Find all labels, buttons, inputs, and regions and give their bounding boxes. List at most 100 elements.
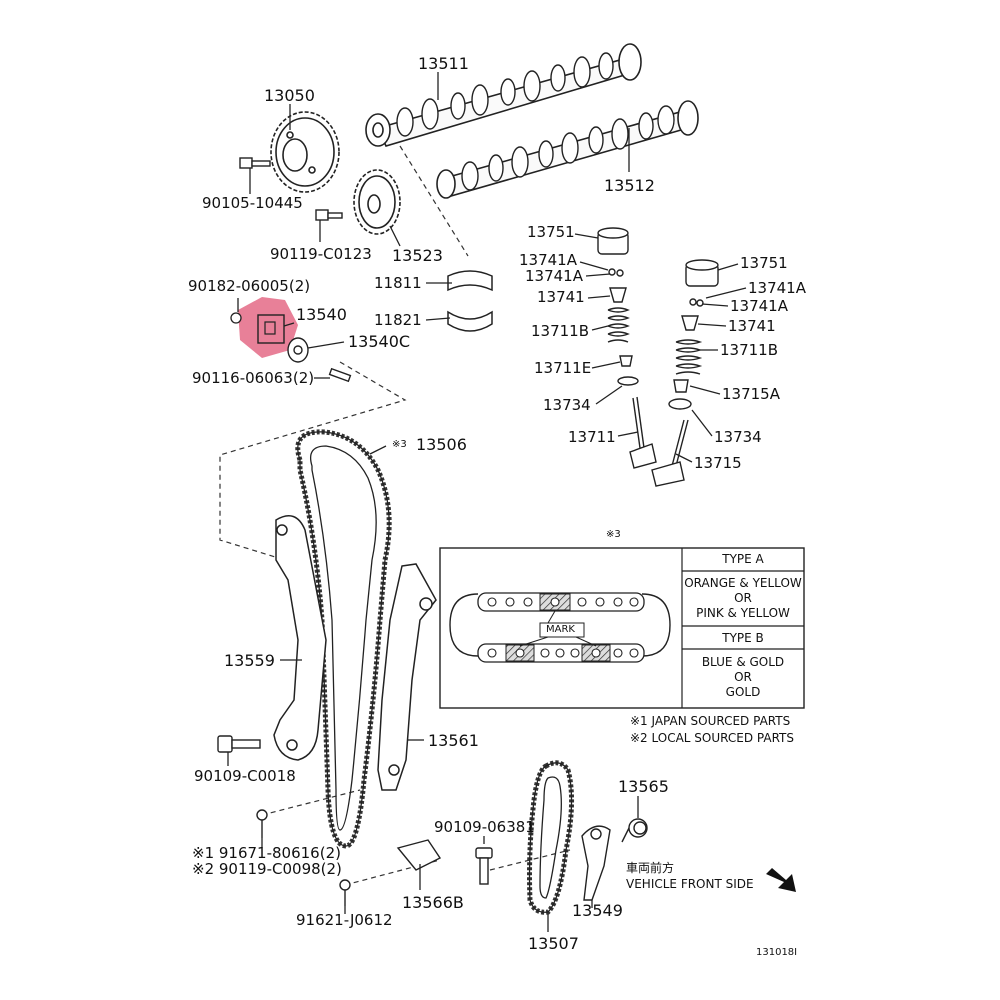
- bolt-91621: [339, 879, 351, 906]
- label-13540: 13540: [296, 305, 347, 324]
- bolt-90109-C0018: [217, 735, 261, 753]
- label-13506: 13506: [416, 435, 467, 454]
- label-11821: 11821: [374, 311, 422, 329]
- label-13512: 13512: [604, 176, 655, 195]
- label-13741-left: 13741: [537, 288, 585, 306]
- label-13715: 13715: [694, 454, 742, 472]
- leader-dashed-cam: [399, 145, 469, 257]
- label-91671-80616: ※1 91671-80616(2): [192, 844, 341, 862]
- label-13741-right: 13741: [728, 317, 776, 335]
- valve-train-exhaust: [651, 259, 719, 487]
- label-13566B: 13566B: [402, 893, 464, 912]
- valve-train-intake: [597, 227, 657, 469]
- leader-13711E: [591, 361, 621, 369]
- oil-pump-chain-13507: [527, 760, 575, 915]
- label-13549: 13549: [572, 901, 623, 920]
- label-13734-right: 13734: [714, 428, 762, 446]
- camshaft-13511: [365, 43, 642, 147]
- label-13741A-left-2: 13741A: [525, 267, 583, 285]
- leader-13715: [675, 453, 693, 463]
- leader-13715A: [689, 385, 721, 395]
- type-b-line-3: GOLD: [725, 685, 761, 699]
- leader-13540C: [307, 341, 345, 349]
- label-13711B-right: 13711B: [720, 341, 779, 359]
- leader-13523: [389, 225, 401, 247]
- leader-13741b: [697, 323, 727, 327]
- chain-mark-detail-box: [439, 547, 805, 709]
- label-13711: 13711: [568, 428, 616, 446]
- label-90116-06063: 90116-06063(2): [192, 369, 315, 387]
- type-b-line-2: OR: [734, 670, 752, 684]
- chain-mark-label: MARK: [546, 624, 575, 635]
- chain-guide-13561: [377, 563, 437, 791]
- leader-13741Aa: [579, 261, 609, 271]
- leader-13741Ac: [705, 287, 747, 299]
- chain-guide-13559: [273, 515, 327, 761]
- leader-13741Ad: [701, 303, 729, 307]
- detail-box-note: ※3: [606, 529, 621, 540]
- vehicle-front-arrow-icon: [766, 868, 796, 892]
- front-label-en: VEHICLE FRONT SIDE: [626, 877, 754, 891]
- label-90182-06005: 90182-06005(2): [188, 277, 311, 295]
- label-90109-06381: 90109-06381: [434, 818, 535, 836]
- leader-dashed-90109b: [489, 849, 571, 871]
- bolt-90109-06381: [475, 847, 493, 885]
- footnote-2: ※2 LOCAL SOURCED PARTS: [630, 731, 794, 745]
- label-11811: 11811: [374, 274, 422, 292]
- bolt-91671: [256, 809, 268, 838]
- label-13715A: 13715A: [722, 385, 780, 403]
- gasket-13540C: [287, 337, 309, 363]
- bearing-11811: [447, 270, 493, 292]
- leader-13711Ba: [591, 325, 609, 331]
- chain-tensioner-13540-highlighted: [230, 297, 298, 358]
- note-mark-13506: ※3: [392, 439, 407, 450]
- label-13711E: 13711E: [534, 359, 592, 377]
- bolt-90119: [315, 209, 343, 221]
- label-13050: 13050: [264, 86, 315, 105]
- front-label-jp: 車両前方: [626, 861, 675, 875]
- label-90105-10445: 90105-10445: [202, 194, 303, 212]
- leader-13751b: [717, 263, 739, 271]
- type-b-header: TYPE B: [722, 631, 764, 645]
- leader-13711: [617, 431, 639, 437]
- footnote-1: ※1 JAPAN SOURCED PARTS: [630, 714, 791, 728]
- label-13565: 13565: [618, 777, 669, 796]
- label-13523: 13523: [392, 246, 443, 265]
- type-a-header: TYPE A: [722, 552, 764, 566]
- label-91621-J0612: 91621-J0612: [296, 911, 393, 929]
- cam-sprocket-13523: [353, 169, 401, 235]
- label-13741A-right-2: 13741A: [730, 297, 788, 315]
- chain-damper-13566B: [396, 839, 442, 871]
- type-a-line-3: PINK & YELLOW: [696, 606, 790, 620]
- type-a-line-1: ORANGE & YELLOW: [684, 576, 802, 590]
- label-13561: 13561: [428, 731, 479, 750]
- label-90109-C0018: 90109-C0018: [194, 767, 296, 785]
- label-13734-left: 13734: [543, 396, 591, 414]
- label-13559: 13559: [224, 651, 275, 670]
- leader-11821: [425, 317, 451, 321]
- spring-13565: [621, 818, 648, 843]
- camshaft-13512: [436, 100, 699, 199]
- label-13751-left: 13751: [527, 223, 575, 241]
- bearing-11821: [447, 310, 493, 332]
- leader-dashed-bolts-low: [261, 789, 361, 816]
- leader-13751a: [574, 233, 599, 239]
- label-13711B-left: 13711B: [531, 322, 590, 340]
- tensioner-arm-13549: [581, 825, 611, 901]
- label-13540C: 13540C: [348, 332, 411, 351]
- label-90119-C0098: ※2 90119-C0098(2): [192, 860, 342, 878]
- label-90119-C0123: 90119-C0123: [270, 245, 372, 263]
- cam-timing-gear-13050: [270, 111, 340, 193]
- label-13741A-right-1: 13741A: [748, 279, 806, 297]
- label-13511: 13511: [418, 54, 469, 73]
- diagram-id: 131018I: [756, 947, 798, 958]
- type-b-line-1: BLUE & GOLD: [701, 655, 785, 669]
- type-a-line-2: OR: [734, 591, 752, 605]
- label-13507: 13507: [528, 934, 579, 953]
- leader-13540: [283, 322, 295, 327]
- stud-90116: [328, 367, 352, 383]
- leader-13741Ab: [585, 273, 611, 277]
- leader-13741a: [587, 295, 611, 299]
- leader-13734a: [595, 385, 623, 405]
